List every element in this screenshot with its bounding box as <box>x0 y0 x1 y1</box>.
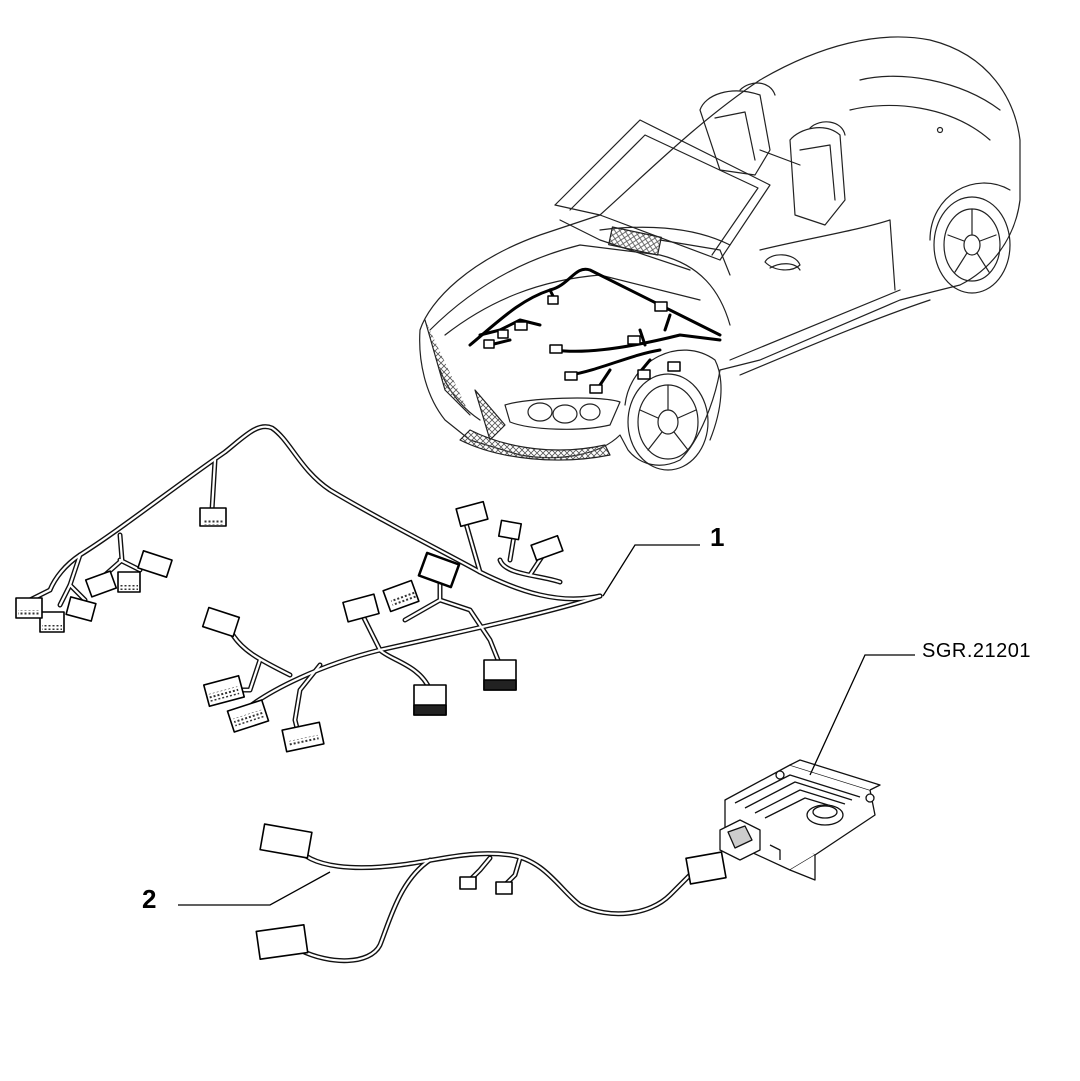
leader-line-ref <box>809 654 915 776</box>
installed-harness <box>470 269 720 385</box>
harness-2 <box>255 823 727 964</box>
leader-line-1 <box>602 544 700 597</box>
car-illustration <box>420 37 1020 470</box>
callout-1: 1 <box>710 522 725 552</box>
harness-1 <box>15 424 603 753</box>
leader-line-2 <box>178 871 331 906</box>
leader-lines <box>178 544 915 906</box>
callout-2: 2 <box>142 884 157 914</box>
harness-2-connectors <box>255 823 727 961</box>
harness-1-connectors <box>15 500 564 753</box>
reference-code: SGR.21201 <box>922 640 1032 662</box>
control-unit <box>719 759 881 881</box>
